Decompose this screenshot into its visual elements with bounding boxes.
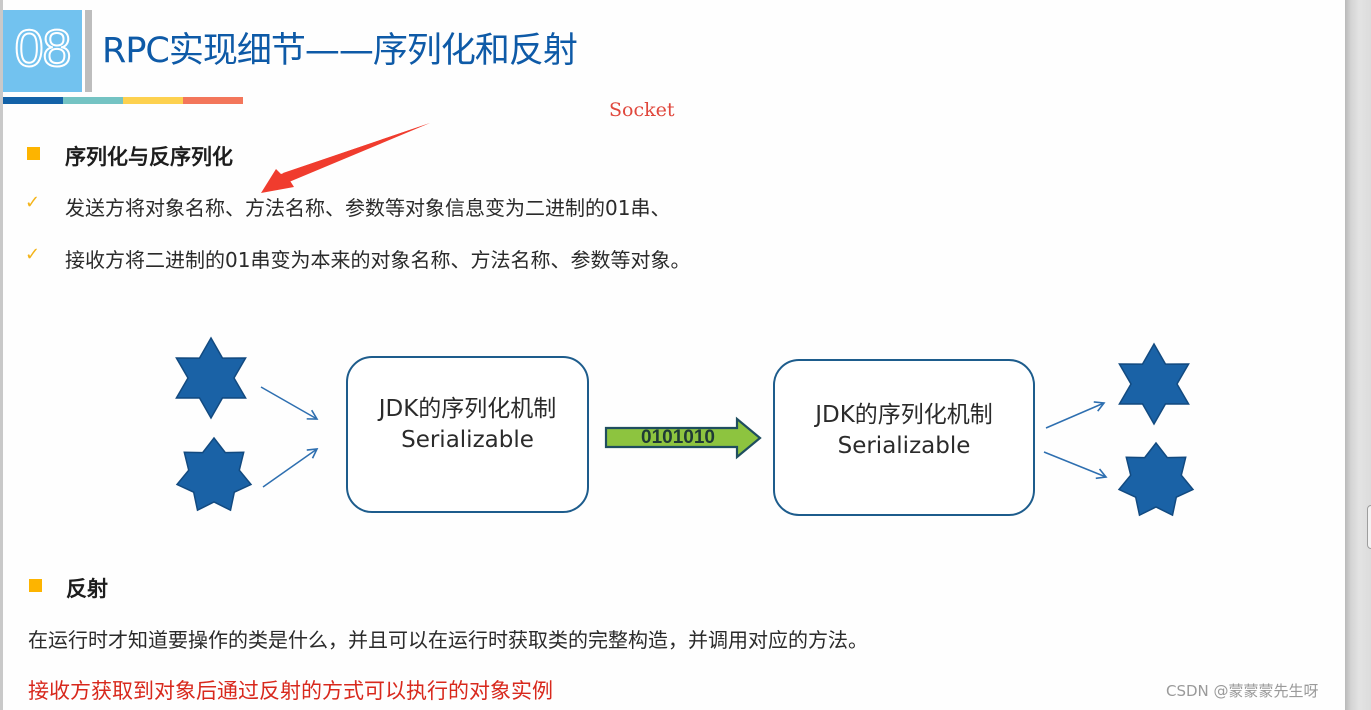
title-divider [85, 10, 92, 92]
color-strip-segment-1 [3, 97, 63, 104]
vertical-scrollbar[interactable] [1345, 0, 1371, 710]
slide-left-border [0, 0, 3, 710]
slide-title: RPC实现细节——序列化和反射 [102, 31, 578, 71]
connector-arrow-icon [1043, 451, 1108, 480]
color-strip-segment-3 [123, 97, 183, 104]
connector-arrow-icon [260, 386, 319, 420]
left-seven-point-star-icon [175, 436, 253, 512]
serialization-item-2: 接收方将二进制的01串变为本来的对象名称、方法名称、参数等对象。 [65, 248, 691, 272]
color-strip-segment-2 [63, 97, 123, 104]
watermark: CSDN @蒙蒙蒙先生呀 [1166, 682, 1319, 700]
connector-arrow-icon [262, 448, 319, 488]
red-pointer-arrow-icon [261, 123, 430, 193]
square-bullet-icon [29, 579, 42, 592]
right-six-point-star-icon [1118, 342, 1190, 426]
connector-arrow-icon [1045, 401, 1106, 429]
socket-annotation-label: Socket [609, 99, 675, 121]
right-serialization-box: JDK的序列化机制 Serializable [773, 359, 1035, 516]
color-strip [3, 97, 243, 104]
reflection-description: 在运行时才知道要操作的类是什么，并且可以在运行时获取类的完整构造，并调用对应的方… [28, 628, 868, 652]
checkmark-icon: ✓ [25, 244, 41, 265]
right-seven-point-star-icon [1117, 441, 1195, 517]
left-six-point-star-icon [175, 336, 247, 420]
slide-number: 08 [14, 19, 73, 79]
checkmark-icon: ✓ [25, 192, 41, 213]
scrollbar-thumb[interactable] [1367, 505, 1371, 549]
binary-stream-label: 0101010 [641, 427, 715, 448]
section-heading-serialization: 序列化与反序列化 [65, 145, 233, 169]
reflection-note: 接收方获取到对象后通过反射的方式可以执行的对象实例 [28, 679, 553, 703]
color-strip-segment-4 [183, 97, 243, 104]
left-box-line1: JDK的序列化机制 [378, 395, 557, 422]
slide-number-box: 08 [3, 10, 82, 92]
section-heading-reflection: 反射 [66, 577, 108, 601]
square-bullet-icon [27, 147, 40, 160]
left-box-line2: Serializable [401, 426, 534, 453]
serialization-item-1: 发送方将对象名称、方法名称、参数等对象信息变为二进制的01串、 [65, 196, 671, 220]
right-box-line1: JDK的序列化机制 [815, 401, 993, 428]
left-serialization-box: JDK的序列化机制 Serializable [346, 356, 589, 513]
right-box-line2: Serializable [837, 432, 971, 459]
